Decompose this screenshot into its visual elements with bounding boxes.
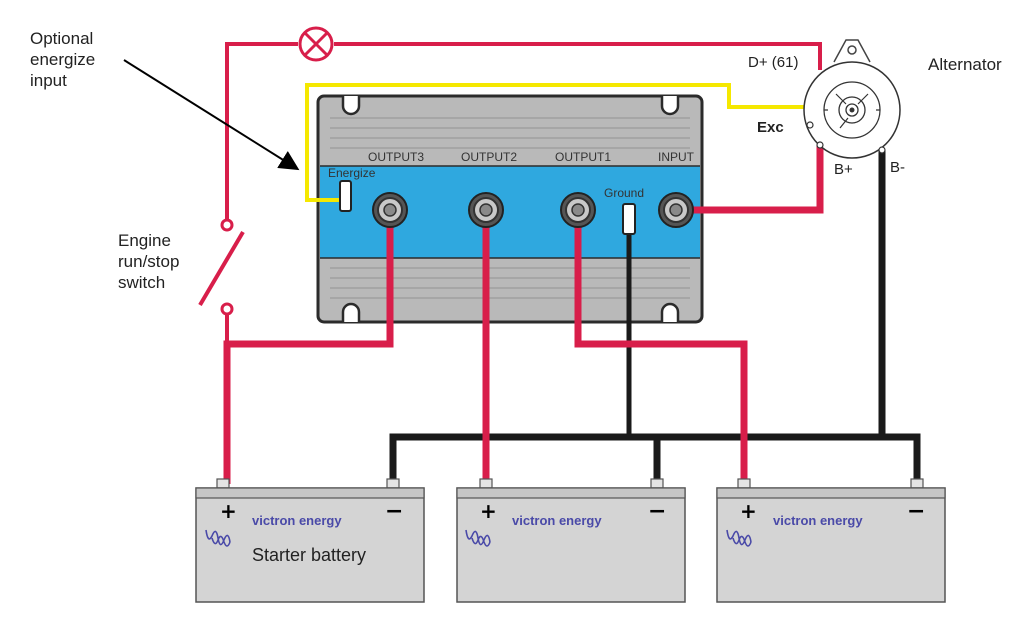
d-plus-wire xyxy=(225,42,822,225)
battery-isolator: OUTPUT3 OUTPUT2 OUTPUT1 INPUT Energize G… xyxy=(316,94,704,324)
victron-logo-icon xyxy=(205,529,231,547)
output2-label: OUTPUT2 xyxy=(461,150,517,164)
battery-2-minus: − xyxy=(648,499,666,524)
battery-2-plus: + xyxy=(480,499,497,523)
engine-switch-label-line2: run/stop xyxy=(118,252,179,271)
battery-2-brand: victron energy xyxy=(512,513,602,528)
output1-wire xyxy=(574,222,748,484)
output3-label: OUTPUT3 xyxy=(368,150,424,164)
exc-label: Exc xyxy=(757,119,784,136)
input-wire xyxy=(690,145,824,214)
battery-1-caption: Starter battery xyxy=(252,545,366,565)
optional-energize-label-line1: Optional xyxy=(30,29,93,48)
alternator-label: Alternator xyxy=(928,55,1002,74)
engine-switch-label-line1: Engine xyxy=(118,231,171,250)
d-plus-label: D+ (61) xyxy=(748,54,798,71)
battery-1: + − victron energy Starter battery xyxy=(195,478,425,603)
battery-3-brand: victron energy xyxy=(773,513,863,528)
ground-label: Ground xyxy=(604,186,644,200)
excitation-wire xyxy=(305,83,812,202)
energize-label: Energize xyxy=(328,166,376,180)
output3-terminal xyxy=(372,192,408,228)
input-terminal xyxy=(658,192,694,228)
battery-2: + − victron energy xyxy=(456,478,686,603)
output2-terminal xyxy=(468,192,504,228)
battery-3-minus: − xyxy=(907,499,925,524)
energize-pointer-arrow xyxy=(123,59,300,171)
victron-logo-icon xyxy=(726,529,752,547)
b-plus-label: B+ xyxy=(834,161,853,178)
output1-label: OUTPUT1 xyxy=(555,150,611,164)
battery-3-plus: + xyxy=(740,499,757,523)
optional-energize-label-line3: input xyxy=(30,71,67,90)
battery-1-brand: victron energy xyxy=(252,513,342,528)
isolator-terminals xyxy=(339,180,694,235)
battery-1-plus: + xyxy=(220,499,237,523)
alternator-icon xyxy=(803,39,901,159)
b-minus-label: B- xyxy=(890,159,905,176)
energize-terminal xyxy=(339,180,352,212)
input-label: INPUT xyxy=(658,150,695,164)
warning-lamp-icon xyxy=(298,26,334,62)
battery-1-minus: − xyxy=(385,499,403,524)
engine-switch-label-line3: switch xyxy=(118,273,165,292)
engine-switch-icon xyxy=(198,218,245,316)
output1-terminal xyxy=(560,192,596,228)
victron-logo-icon xyxy=(465,529,491,547)
ground-terminal xyxy=(622,203,636,235)
optional-energize-label-line2: energize xyxy=(30,50,95,69)
output3-wire xyxy=(223,222,394,484)
battery-3: + − victron energy xyxy=(716,478,946,603)
